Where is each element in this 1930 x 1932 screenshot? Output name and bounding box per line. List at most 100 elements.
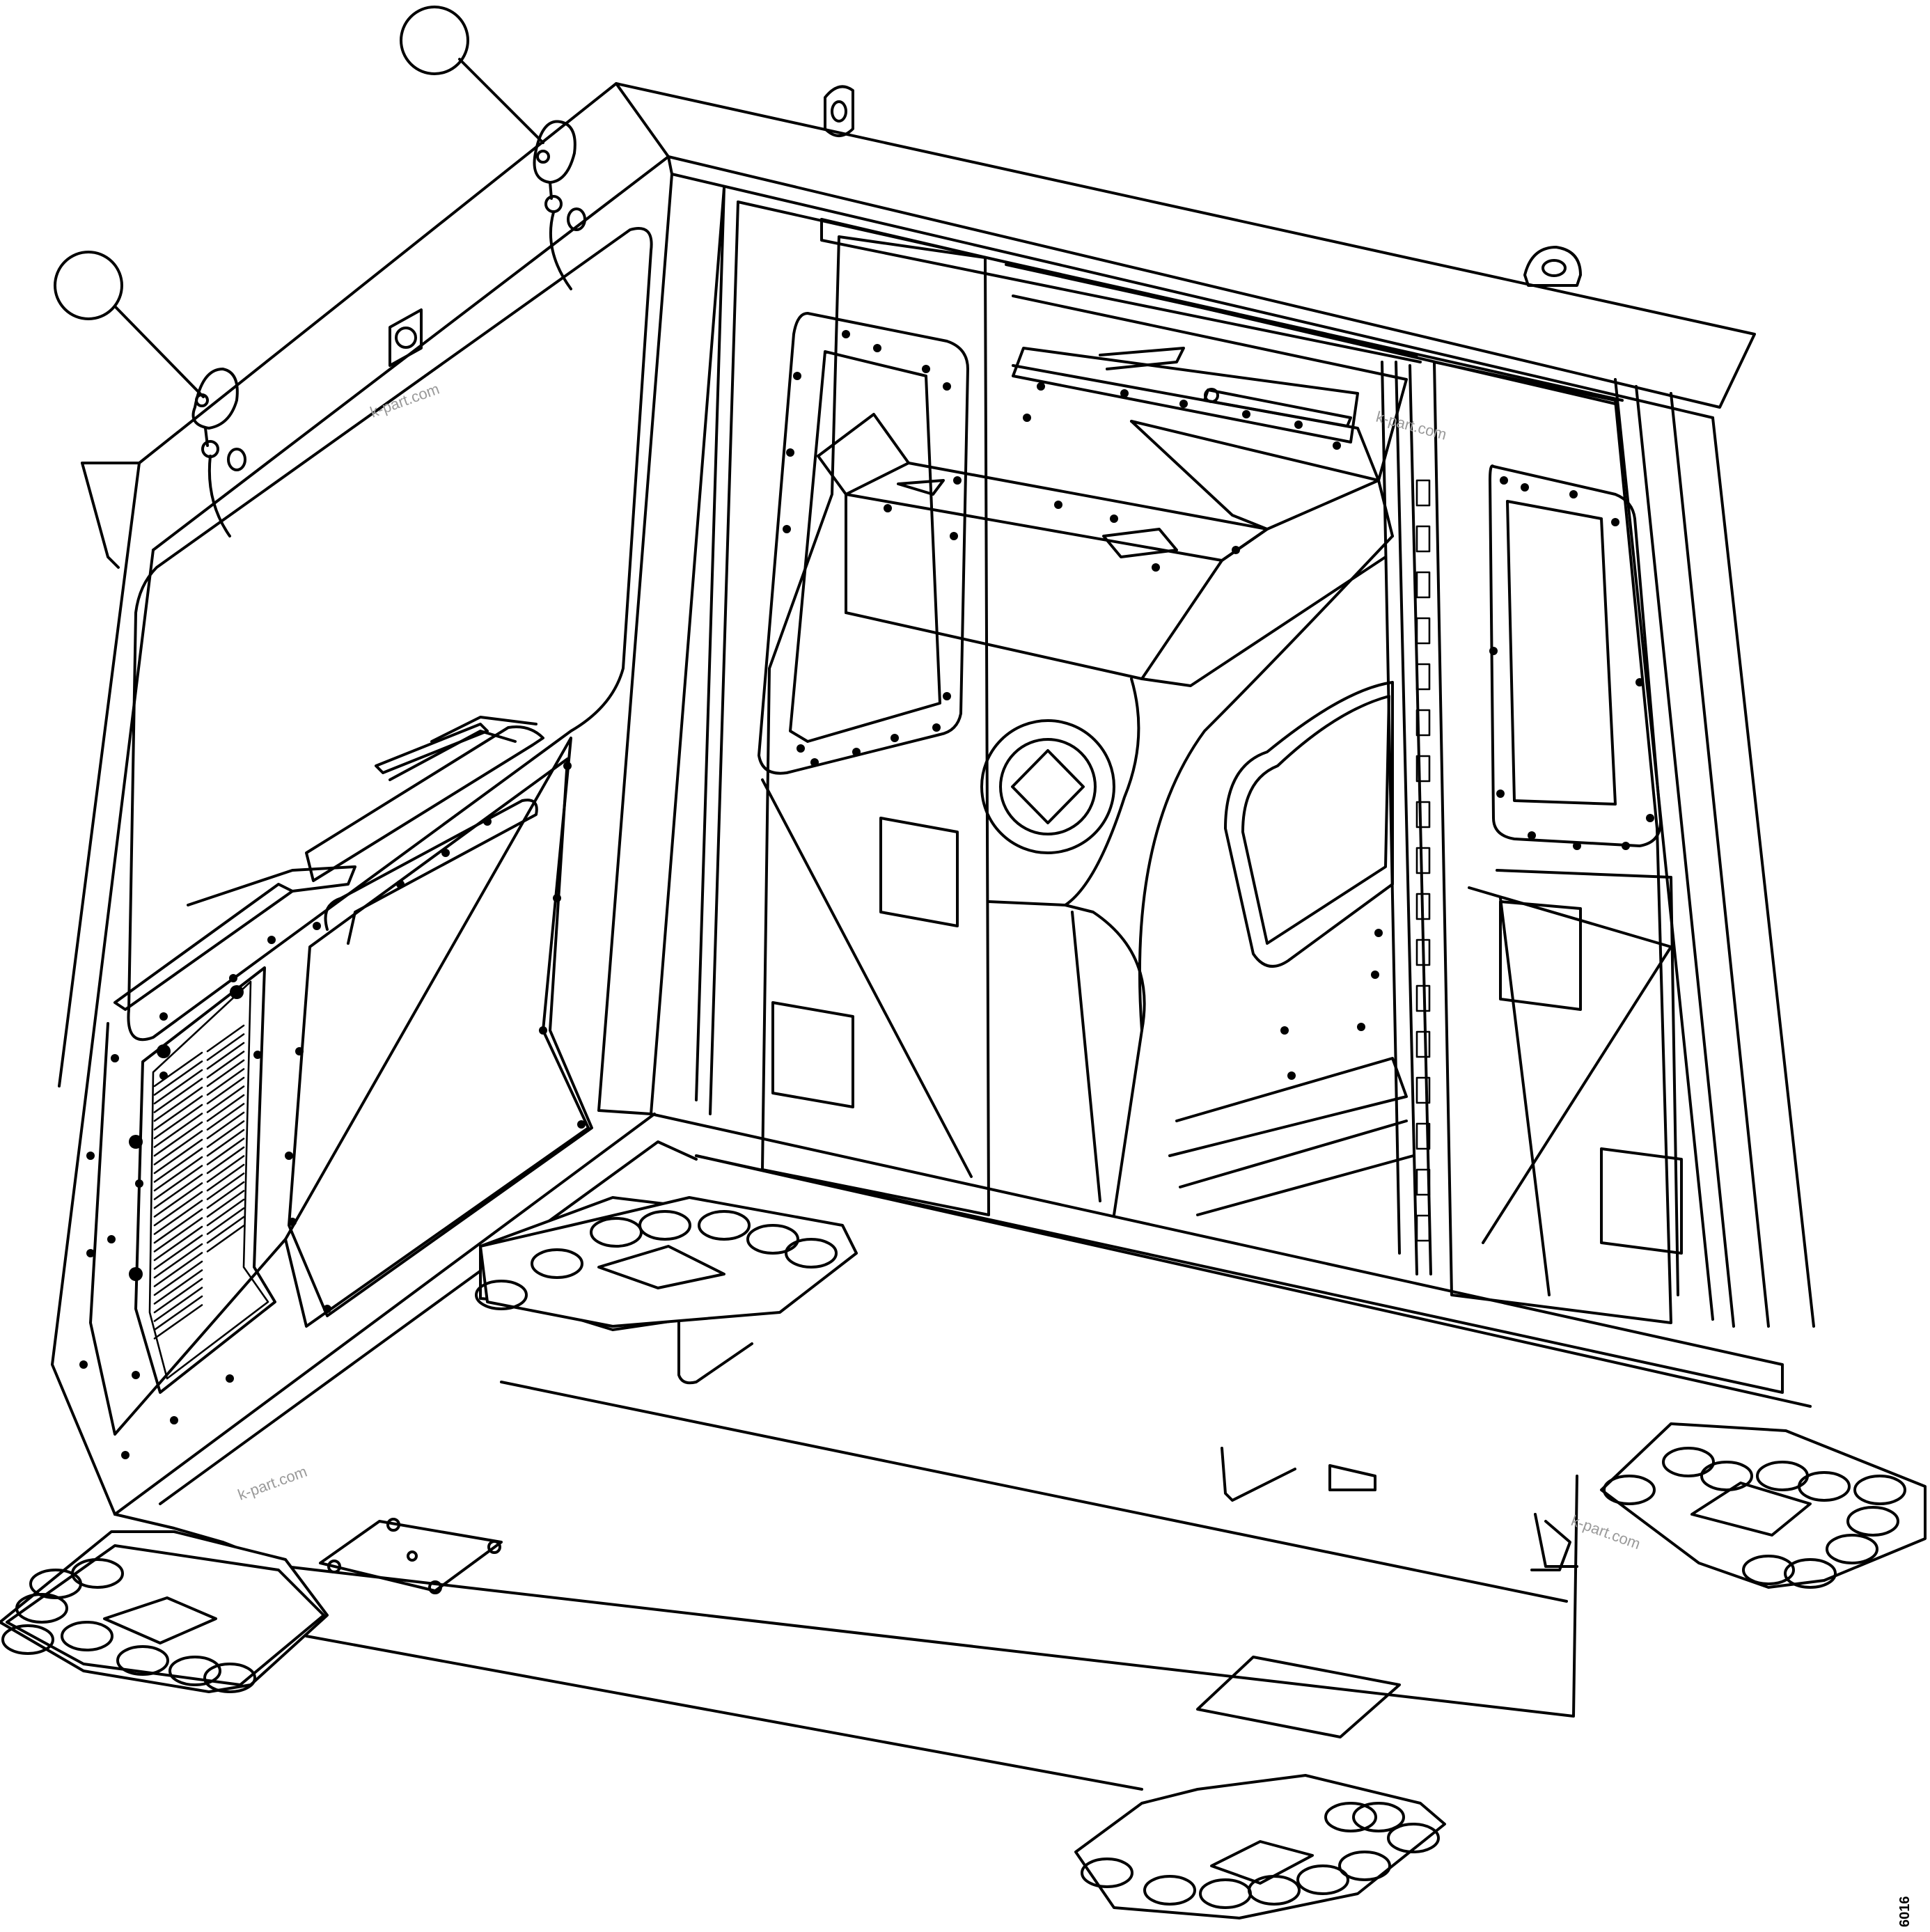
pad-hole xyxy=(203,1663,256,1693)
watermark-1: k-part.com xyxy=(368,380,441,421)
hinge-block xyxy=(1415,525,1431,553)
bolt xyxy=(159,1012,168,1021)
left-side-wall xyxy=(51,227,653,1516)
louvre-slot xyxy=(206,1111,245,1140)
louvre-slot xyxy=(153,1243,203,1279)
bolt xyxy=(253,1051,262,1059)
interior xyxy=(758,235,1683,1324)
bolt xyxy=(1496,790,1505,798)
bolt xyxy=(79,1360,88,1369)
bolt xyxy=(1357,1023,1365,1031)
bolt xyxy=(884,504,892,512)
bolt xyxy=(229,974,237,982)
louvre-slot xyxy=(153,1051,203,1087)
louvre-slot xyxy=(206,1138,245,1165)
louvre-slot xyxy=(206,1024,245,1053)
bolt xyxy=(111,1054,119,1062)
bolt xyxy=(285,1152,293,1160)
louvre-slot xyxy=(153,1182,203,1218)
louvre-slot xyxy=(153,1069,203,1105)
bolt xyxy=(1120,389,1129,398)
pad-hole xyxy=(116,1645,169,1676)
bolt xyxy=(922,365,930,373)
louvre-slot xyxy=(153,1252,203,1287)
bolt xyxy=(783,525,791,533)
pad-hole xyxy=(71,1558,124,1589)
louvre-slot xyxy=(153,1113,203,1148)
bolt xyxy=(1371,971,1379,979)
louvre-slot xyxy=(153,1260,203,1296)
bolt xyxy=(950,532,958,540)
bolt xyxy=(313,922,321,930)
bolt xyxy=(553,894,561,902)
hinge-block xyxy=(1415,1168,1431,1196)
bolt xyxy=(563,762,572,770)
hinge-block xyxy=(1415,1122,1431,1150)
pad-hole xyxy=(61,1621,113,1651)
louvre-slot xyxy=(206,1172,245,1200)
bolt xyxy=(1573,842,1581,850)
hinge-block xyxy=(1415,847,1431,874)
louvre-slot xyxy=(153,1208,203,1244)
bolt xyxy=(891,734,899,742)
bolt xyxy=(539,1026,547,1035)
bolt xyxy=(1635,678,1644,686)
louvre-slot xyxy=(206,1181,245,1209)
side-handrails xyxy=(113,716,544,1011)
pad-hole xyxy=(1296,1864,1349,1895)
bolt xyxy=(132,1371,140,1379)
bolt xyxy=(441,849,450,857)
louvre-slot xyxy=(206,1051,245,1078)
bolt xyxy=(1294,421,1303,429)
pad-hole xyxy=(1387,1823,1440,1853)
louvre-slot xyxy=(153,1156,203,1192)
louvre-slot xyxy=(206,1198,245,1227)
louvre-slot xyxy=(153,1121,203,1157)
pad-hole xyxy=(1826,1534,1878,1564)
hinge-block xyxy=(1415,1076,1431,1104)
bolt xyxy=(267,936,276,944)
bolt xyxy=(1152,563,1160,572)
callout-2 xyxy=(400,6,544,144)
louvre-slot xyxy=(206,1103,245,1131)
louvre-slot xyxy=(206,1216,245,1244)
hinge-block xyxy=(1415,938,1431,966)
hinge-block xyxy=(1415,893,1431,920)
louvre-slot xyxy=(206,1129,245,1157)
pad-hole xyxy=(746,1224,799,1255)
hinge-block xyxy=(1415,709,1431,737)
hinge-block xyxy=(1415,984,1431,1012)
louvre-slot xyxy=(153,1278,203,1314)
mount-pad-front-left xyxy=(479,1196,858,1331)
bolt xyxy=(1110,515,1118,523)
bolt xyxy=(852,748,861,756)
callout-1 xyxy=(54,251,205,398)
bolt xyxy=(1611,518,1619,526)
pad-hole xyxy=(1784,1558,1837,1589)
bolt xyxy=(1333,441,1341,450)
bolt xyxy=(810,758,819,767)
bolt xyxy=(1500,476,1508,485)
louvre-slot xyxy=(153,1138,203,1175)
bolt xyxy=(1023,414,1031,422)
louvre-slot xyxy=(153,1095,203,1131)
hinge-block xyxy=(1415,571,1431,599)
louvre-slot xyxy=(153,1200,203,1235)
bolt xyxy=(842,330,850,338)
bolt xyxy=(1179,400,1188,408)
side-bolts xyxy=(79,762,586,1459)
louvre-slot xyxy=(153,1269,203,1305)
pad-hole xyxy=(1846,1506,1899,1537)
grommet xyxy=(230,985,244,999)
louvre-slot xyxy=(206,1155,245,1183)
louvre-slot xyxy=(153,1130,203,1165)
bolt xyxy=(1037,382,1045,391)
louvre-slot xyxy=(206,1033,245,1061)
vent-louvres xyxy=(153,1024,245,1340)
pad-hole xyxy=(1662,1447,1715,1477)
hinge-block xyxy=(1415,479,1431,507)
floor xyxy=(113,1113,1578,1791)
mount-pad-rear-right xyxy=(1600,1422,1927,1589)
interior-bolts xyxy=(783,330,1654,1080)
bolt xyxy=(288,1218,297,1226)
